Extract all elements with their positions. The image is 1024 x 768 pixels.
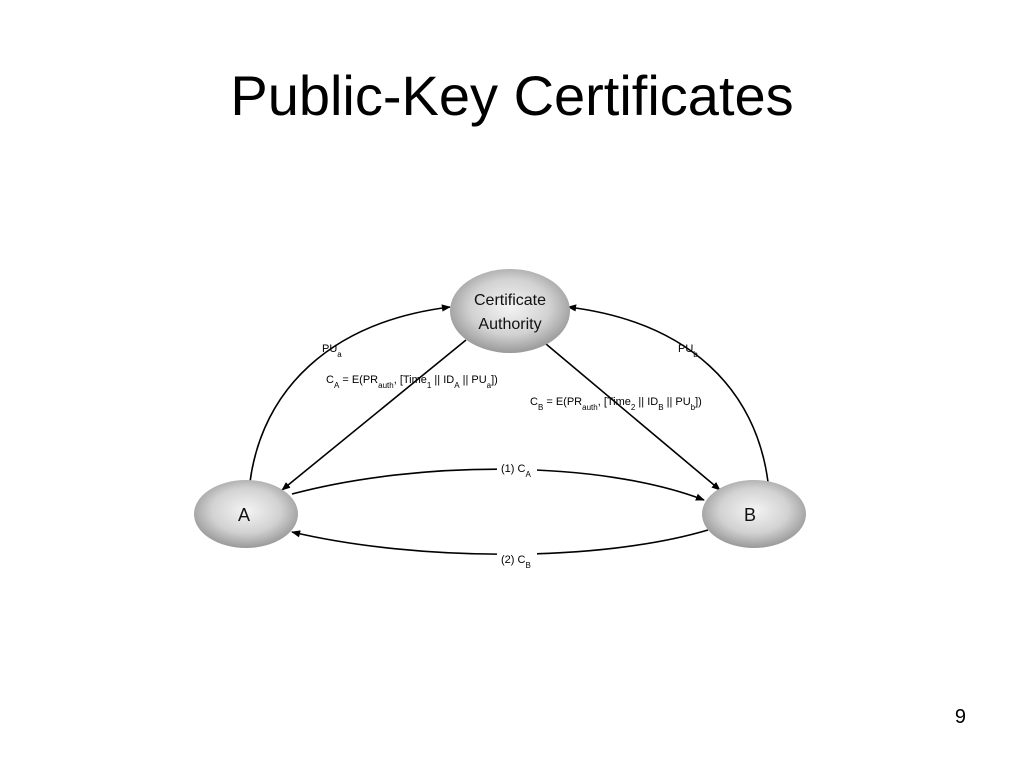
ca-label-line2: Authority [478, 316, 541, 333]
edge-ca-to-b [545, 343, 721, 491]
step1-label-bg [497, 460, 537, 476]
step2-label-bg [497, 551, 537, 567]
node-b-label: B [744, 505, 756, 525]
edge-b-to-ca [567, 304, 769, 483]
slide-number: 9 [954, 706, 966, 728]
edge-b-to-a [291, 529, 709, 556]
node-a-label: A [238, 505, 250, 525]
label-step1: (1) CA [501, 463, 531, 479]
node-b: B [702, 480, 806, 548]
edge-ca-to-a [281, 339, 467, 491]
label-step2: (2) CB [501, 554, 531, 570]
ca-label-line1: Certificate [474, 292, 546, 309]
node-a: A [194, 480, 298, 548]
label-cb-certificate-formula: CB = E(PRauth, [Time2 || IDB || PUb]) [530, 396, 702, 412]
slide-title: Public-Key Certificates [230, 64, 794, 127]
label-pua: PUa [322, 343, 342, 359]
label-pub: PUb [678, 343, 698, 359]
node-certificate-authority: Certificate Authority [450, 269, 570, 353]
edge-a-to-ca [249, 304, 451, 483]
label-ca-certificate-formula: CA = E(PRauth, [Time1 || IDA || PUa]) [326, 374, 498, 390]
